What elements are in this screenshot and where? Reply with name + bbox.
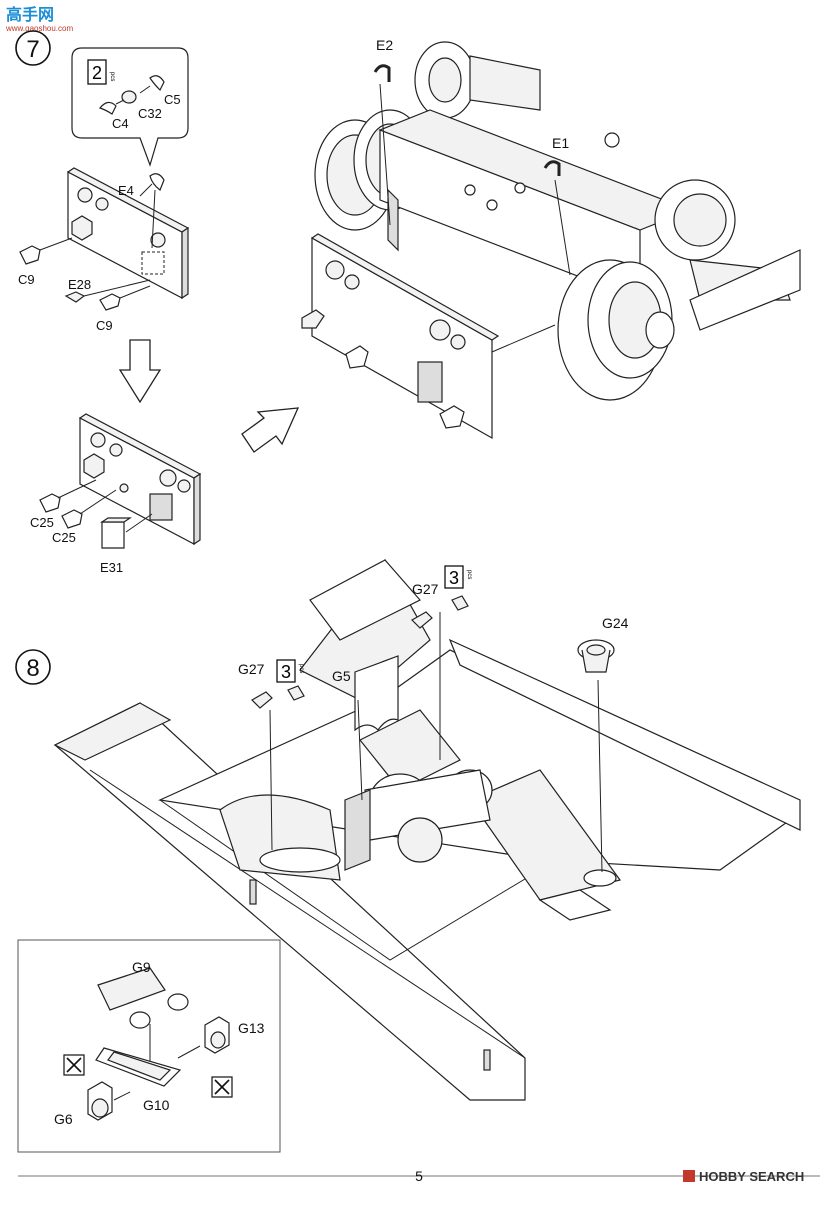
- label-c25-a: C25: [30, 515, 54, 530]
- callout-bubble-c4-c5: 2 pcs C5 C4 C32: [71, 47, 189, 167]
- label-g24: G24: [602, 615, 629, 631]
- part-e28: [64, 291, 86, 303]
- step-7-badge: [15, 30, 51, 66]
- label-e4: E4: [118, 183, 134, 198]
- callout-unit: pcs: [109, 72, 115, 81]
- down-arrow-icon: [118, 339, 162, 404]
- side-plate-upper: E4: [66, 167, 190, 300]
- label-c9-bottom: C9: [96, 318, 113, 333]
- label-g6: G6: [54, 1111, 73, 1127]
- g27-right-qty: 3: [449, 568, 459, 588]
- step-7-group: 7 2 pcs C5 C4 C32 E4: [15, 30, 801, 575]
- part-g27-right: [411, 565, 469, 760]
- callout-qty: 2: [92, 63, 102, 83]
- watermark-bottom-text: HOBBY SEARCH: [699, 1169, 804, 1184]
- watermark-logo-bottom: HOBBY SEARCH: [683, 1169, 804, 1184]
- label-g9: G9: [132, 959, 151, 975]
- step-8-badge: [15, 649, 51, 685]
- watermark-title: 高手网: [6, 5, 54, 24]
- part-c25-a: [39, 493, 61, 513]
- label-g13: G13: [238, 1020, 265, 1036]
- part-c5: [149, 75, 165, 92]
- label-g10: G10: [143, 1097, 170, 1113]
- label-c4: C4: [112, 116, 129, 131]
- hull-assembly-step7: [301, 41, 801, 440]
- part-c9-left: [19, 245, 41, 265]
- part-e4: [149, 173, 165, 191]
- label-g5: G5: [332, 668, 351, 684]
- label-c9-left: C9: [18, 272, 35, 287]
- no-glue-icon: [63, 1054, 85, 1076]
- step-8-group: 8 G5: [15, 558, 801, 1153]
- part-c9-bottom: [99, 293, 121, 311]
- step-8-number: 8: [26, 655, 39, 682]
- diagonal-arrow-icon: [241, 407, 300, 453]
- label-c25-b: C25: [52, 530, 76, 545]
- part-c32: [121, 90, 137, 104]
- part-g27-left: [251, 659, 305, 851]
- label-c32: C32: [138, 106, 162, 121]
- page-number: 5: [415, 1168, 423, 1184]
- watermark-subtitle: www.gaoshou.com: [5, 24, 73, 33]
- part-g9: [97, 967, 166, 1011]
- g27-left-unit: pcs: [298, 664, 304, 673]
- g27-left-qty: 3: [281, 662, 291, 682]
- hull-tub: [53, 558, 801, 1101]
- label-e1: E1: [552, 135, 569, 151]
- part-g24: [577, 639, 615, 873]
- step-7-number: 7: [26, 36, 39, 63]
- label-g27-right: G27: [412, 581, 439, 597]
- part-c4: [98, 101, 117, 115]
- no-glue-icon: [211, 1076, 233, 1098]
- label-g27-left: G27: [238, 661, 265, 677]
- g27-right-unit: pcs: [466, 570, 472, 579]
- label-c5: C5: [164, 92, 181, 107]
- part-e31: [101, 521, 125, 549]
- inset-detail-box: G9 G13 G10 G6: [17, 939, 281, 1153]
- part-c25-b: [61, 509, 83, 529]
- watermark-logo-top: 高手网 www.gaoshou.com: [5, 5, 73, 33]
- part-g5: [354, 655, 399, 732]
- label-e28: E28: [68, 277, 91, 292]
- label-e2: E2: [376, 37, 393, 53]
- side-plate-lower: [78, 413, 202, 546]
- watermark-mark-icon: [683, 1170, 695, 1182]
- label-e31: E31: [100, 560, 123, 575]
- qty-box: [87, 59, 107, 85]
